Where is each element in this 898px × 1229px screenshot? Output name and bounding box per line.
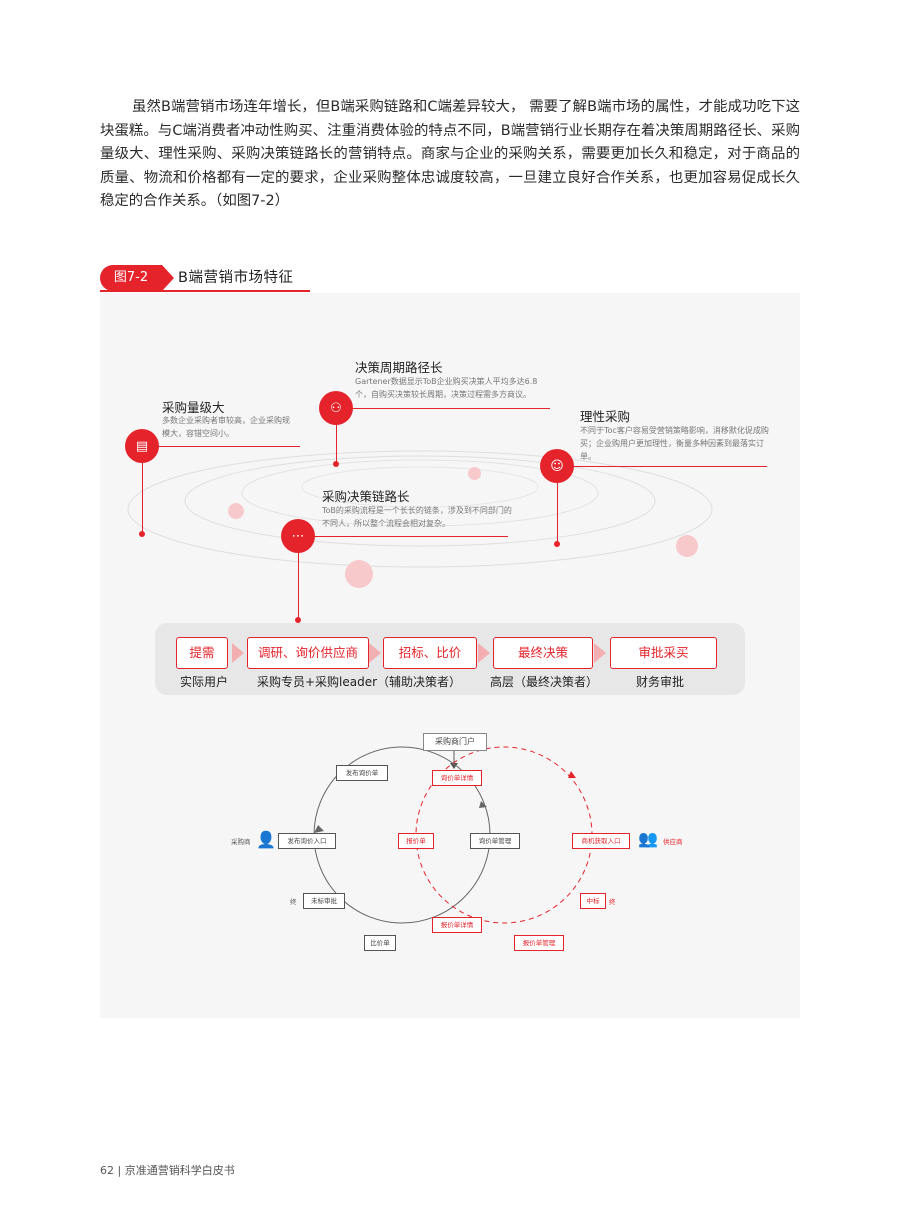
procurement-flow: 提需 调研、询价供应商 招标、比价 最终决策 审批采买 实际用户 采购专员+采购… xyxy=(155,623,745,695)
node-opportunity-entry: 商机获取入口 xyxy=(572,833,630,849)
feature-line xyxy=(336,425,337,463)
feature-desc-large-volume: 多数企业采购者审较高，企业采购规模大，容错空间小。 xyxy=(162,416,290,438)
page-footer: 62 | 京准通营销科学白皮书 xyxy=(100,1164,235,1177)
feature-line xyxy=(557,483,558,543)
feature-desc-rational: 不同于Toc客户容易受营销策略影响，消移默化促成购买；企业购用户更加理性，衡量多… xyxy=(580,426,769,461)
node-rejected-review: 未标审批 xyxy=(303,893,345,909)
node-inquiry-detail: 询价单详情 xyxy=(432,770,482,786)
feature-icon-circle: ▤ xyxy=(125,429,159,463)
node-inquiry-manage: 询价单管理 xyxy=(470,833,520,849)
feature-desc-decision-cycle: Gartener数据显示ToB企业购买决策人平均多达6.8个，自购买决策较长周期… xyxy=(355,377,538,399)
feature-title-rational: 理性采购 xyxy=(580,409,631,424)
feature-dot xyxy=(333,461,339,467)
feature-title-large-volume: 采购量级大 xyxy=(162,400,225,415)
supplier-label: 供应商 xyxy=(663,838,683,846)
orbit-ellipses xyxy=(127,450,713,568)
feature-line xyxy=(557,466,767,467)
flow-arrow xyxy=(232,643,244,663)
node-publish-entry: 发布询价入口 xyxy=(278,833,336,849)
flow-role: 财务审批 xyxy=(636,675,685,689)
flow-role: 高层（最终决策者） xyxy=(490,675,599,689)
feature-line xyxy=(142,463,143,533)
feature-desc-long-chain: ToB的采购流程是一个长长的链条，涉及到不同部门的不同人，所以整个流程会相对复杂… xyxy=(322,506,512,528)
feature-icon-circle: ☺ xyxy=(540,449,574,483)
flow-step: 提需 xyxy=(176,637,228,669)
flow-icon: ⋯ xyxy=(291,528,305,544)
feature-line xyxy=(336,408,550,409)
buyer-person-icon: 👤 xyxy=(256,830,276,849)
node-publish-inquiry: 发布询价单 xyxy=(336,765,388,781)
money-icon: ▤ xyxy=(135,438,149,454)
feature-icon-circle: ⚇ xyxy=(319,391,353,425)
feature-title-decision-cycle: 决策周期路径长 xyxy=(355,360,443,375)
flow-step: 调研、询价供应商 xyxy=(247,637,369,669)
feature-dot xyxy=(139,531,145,537)
node-quote-manage: 报价单管理 xyxy=(514,935,564,951)
flow-role: 采购专员+采购leader（辅助决策者） xyxy=(257,675,462,689)
figure-underline xyxy=(100,290,310,292)
intro-paragraph: 虽然B端营销市场连年增长，但B端采购链路和C端差异较大， 需要了解B端市场的属性… xyxy=(100,99,800,209)
flow-arrow xyxy=(478,643,490,663)
node-quote-detail: 报价单详情 xyxy=(432,917,482,933)
figure-tag: 图7-2 xyxy=(100,265,174,291)
feature-line xyxy=(142,446,300,447)
node-winning: 中标 xyxy=(580,893,606,909)
figure-panel: 决策周期路径长 Gartener数据显示ToB企业购买决策人平均多达6.8个，自… xyxy=(100,293,800,1018)
flow-step: 最终决策 xyxy=(493,637,593,669)
flow-step: 审批采买 xyxy=(610,637,717,669)
node-compare: 比价单 xyxy=(364,935,396,951)
figure-title: B端营销市场特征 xyxy=(178,270,294,286)
feature-icon-circle: ⋯ xyxy=(281,519,315,553)
node-quote: 报价单 xyxy=(398,833,434,849)
feature-line xyxy=(298,536,508,537)
feature-dot xyxy=(554,541,560,547)
flow-arrow xyxy=(594,643,606,663)
supplier-person-icon: 👥 xyxy=(638,829,658,848)
decor-circle xyxy=(345,560,373,588)
side-note-left: 终 xyxy=(290,898,297,906)
flow-step: 招标、比价 xyxy=(383,637,477,669)
flow-arrow xyxy=(369,643,381,663)
buyer-label: 采购商 xyxy=(231,838,251,846)
feature-dot xyxy=(295,617,301,623)
flow-role: 实际用户 xyxy=(180,675,229,689)
people-icon: ⚇ xyxy=(330,400,342,416)
feature-line xyxy=(298,553,299,619)
decor-circle xyxy=(228,503,244,519)
figure-header: 图7-2 B端营销市场特征 xyxy=(100,265,310,293)
head-icon: ☺ xyxy=(550,458,564,474)
feature-title-long-chain: 采购决策链路长 xyxy=(322,489,410,504)
node-portal: 采购商门户 xyxy=(423,733,487,751)
side-note-right: 终 xyxy=(609,898,616,906)
decor-circle xyxy=(676,535,698,557)
decor-circle xyxy=(468,467,481,480)
